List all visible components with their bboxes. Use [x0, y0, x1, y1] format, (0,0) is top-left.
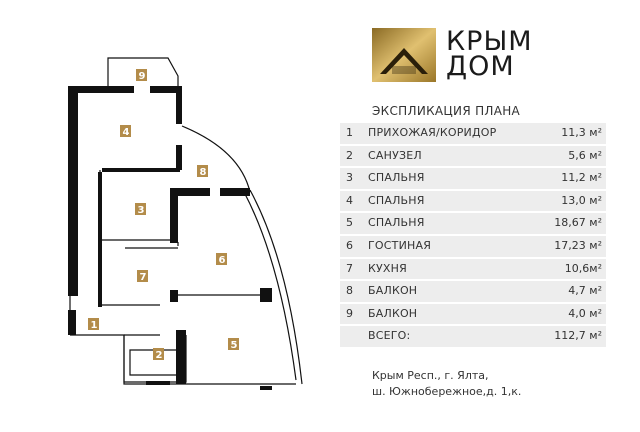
room-area: 10,6м² [564, 261, 602, 275]
room-number: 7 [346, 261, 353, 275]
room-number: 9 [346, 306, 353, 320]
room-area: 17,23 м² [554, 238, 602, 252]
room-name: САНУЗЕЛ [368, 148, 422, 162]
room-area: 112,7 м² [554, 329, 602, 343]
plan-walls [68, 86, 272, 390]
room-label-7: 7 [140, 272, 147, 283]
room-labels: 9 4 8 3 6 7 1 5 2 [88, 69, 239, 361]
room-name: КУХНЯ [368, 261, 407, 275]
room-label-6: 6 [219, 255, 226, 266]
room-area: 4,0 м² [568, 306, 602, 320]
room-name: СПАЛЬНЯ [368, 216, 425, 230]
legend-row: 9 БАЛКОН 4,0 м² [340, 303, 606, 325]
room-name: ПРИХОЖАЯ/КОРИДОР [368, 126, 497, 139]
address-line-2: ш. Южнобережное,д. 1,к. [372, 385, 522, 398]
legend-row: 4 СПАЛЬНЯ 13,0 м² [340, 190, 606, 212]
room-label-5: 5 [231, 340, 238, 351]
room-number: 6 [346, 238, 353, 252]
room-label-7-box [137, 270, 148, 282]
room-number: 8 [346, 284, 353, 298]
legend-title: ЭКСПЛИКАЦИЯ ПЛАНА [372, 104, 521, 118]
room-number: 1 [346, 126, 353, 139]
room-label-8-box [197, 165, 208, 177]
room-area: 11,3 м² [561, 126, 602, 139]
address: Крым Респ., г. Ялта, ш. Южнобережное,д. … [372, 368, 521, 400]
room-number: 5 [346, 216, 353, 230]
room-label-1-box [88, 318, 99, 330]
floor-plan: 9 4 8 3 6 7 1 5 2 [68, 57, 303, 390]
room-label-1: 1 [91, 320, 98, 331]
room-label-8: 8 [200, 167, 207, 178]
room-number: 2 [346, 148, 353, 162]
brand-line-1: КРЫМ [446, 26, 533, 57]
legend-row: 1 ПРИХОЖАЯ/КОРИДОР 11,3 м² [340, 123, 606, 144]
room-label-3: 3 [138, 205, 145, 216]
room-label-3-box [135, 203, 146, 215]
room-area: 4,7 м² [568, 284, 602, 298]
room-label-9-box [136, 69, 147, 81]
room-label-5-box [228, 338, 239, 350]
room-number: 4 [346, 193, 353, 207]
house-logo-icon [372, 28, 436, 82]
legend-row: 2 САНУЗЕЛ 5,6 м² [340, 145, 606, 167]
room-label-2: 2 [156, 350, 163, 361]
legend-row: 6 ГОСТИНАЯ 17,23 м² [340, 235, 606, 257]
brand-line-2: ДОМ [446, 51, 515, 82]
room-area: 18,67 м² [554, 216, 602, 230]
room-label-6-box [216, 253, 227, 265]
address-line-1: Крым Респ., г. Ялта, [372, 369, 489, 382]
legend-row: 3 СПАЛЬНЯ 11,2 м² [340, 168, 606, 189]
room-number: 3 [346, 171, 353, 185]
room-name: СПАЛЬНЯ [368, 171, 425, 185]
legend-total-row: ВСЕГО: 112,7 м² [340, 326, 606, 347]
room-area: 13,0 м² [561, 193, 602, 207]
legend-row: 7 КУХНЯ 10,6м² [340, 258, 606, 280]
legend-row: 8 БАЛКОН 4,7 м² [340, 281, 606, 302]
room-label-4-box [120, 125, 131, 137]
room-label-2-box [153, 348, 164, 360]
brand-logo: КРЫМ ДОМ [372, 28, 562, 88]
room-name: СПАЛЬНЯ [368, 193, 425, 207]
room-label-4: 4 [123, 127, 130, 138]
legend-row: 5 СПАЛЬНЯ 18,67 м² [340, 213, 606, 234]
brand-name: КРЫМ ДОМ [446, 26, 533, 82]
room-name: ВСЕГО: [368, 329, 411, 343]
room-name: БАЛКОН [368, 284, 418, 298]
room-name: ГОСТИНАЯ [368, 238, 432, 252]
room-label-9: 9 [139, 71, 146, 82]
room-name: БАЛКОН [368, 306, 418, 320]
room-area: 5,6 м² [568, 148, 602, 162]
room-area: 11,2 м² [561, 171, 602, 185]
